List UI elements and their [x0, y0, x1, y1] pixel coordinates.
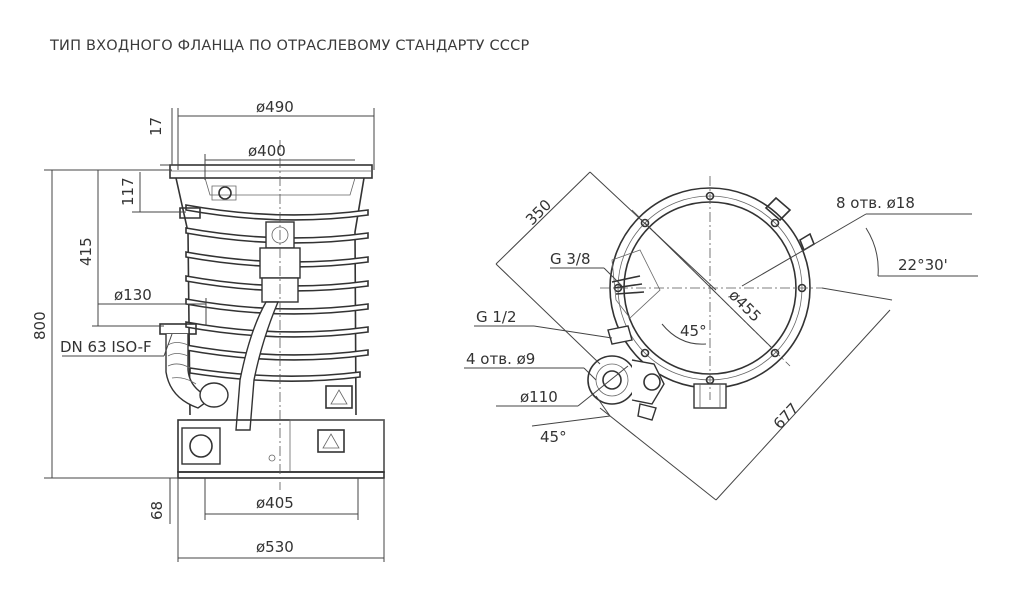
top-valve: [179, 207, 201, 219]
dim-g12: G 1/2: [476, 308, 517, 326]
dim-8holes: 8 отв. ø18: [836, 194, 915, 212]
inlet-flange-d110: [587, 355, 637, 405]
warning-sign-upper: [325, 385, 353, 409]
dim-677: 677: [770, 400, 803, 433]
drawing-title: ТИП ВХОДНОГО ФЛАНЦА ПО ОТРАСЛЕВОМУ СТАНД…: [50, 38, 530, 54]
dim-d400: ø400: [248, 142, 286, 160]
warning-sign-lower: [317, 429, 345, 453]
dim-d405: ø405: [256, 494, 294, 512]
dim-d455: ø455: [725, 286, 764, 325]
dim-117: 117: [119, 177, 137, 206]
dim-45-outer: 45°: [540, 428, 567, 446]
dim-17: 17: [147, 117, 165, 136]
dim-45-inner: 45°: [680, 322, 707, 340]
heater-pipe: [235, 301, 280, 431]
dim-d530: ø530: [256, 538, 294, 556]
dim-dn63: DN 63 ISO-F: [60, 338, 152, 356]
side-view: ø490 ø400 17 117 415 800 ø130 DN 63 ISO-…: [31, 98, 385, 562]
dim-g38: G 3/8: [550, 250, 591, 268]
dim-800: 800: [31, 311, 49, 340]
dim-68: 68: [148, 501, 166, 520]
dim-350: 350: [522, 196, 555, 229]
top-view: 350 ø455 8 отв. ø18 22°30' 677 G 3/8 G 1…: [464, 171, 978, 501]
dim-2230: 22°30': [898, 256, 948, 274]
top-flange: [169, 164, 373, 179]
fore-vacuum-port: [181, 427, 221, 465]
dim-4holes: 4 отв. ø9: [466, 350, 535, 368]
dim-d130: ø130: [114, 286, 152, 304]
dim-d490: ø490: [256, 98, 294, 116]
dim-415: 415: [77, 237, 95, 266]
dim-d110: ø110: [520, 388, 558, 406]
cooling-coils: [185, 204, 369, 382]
